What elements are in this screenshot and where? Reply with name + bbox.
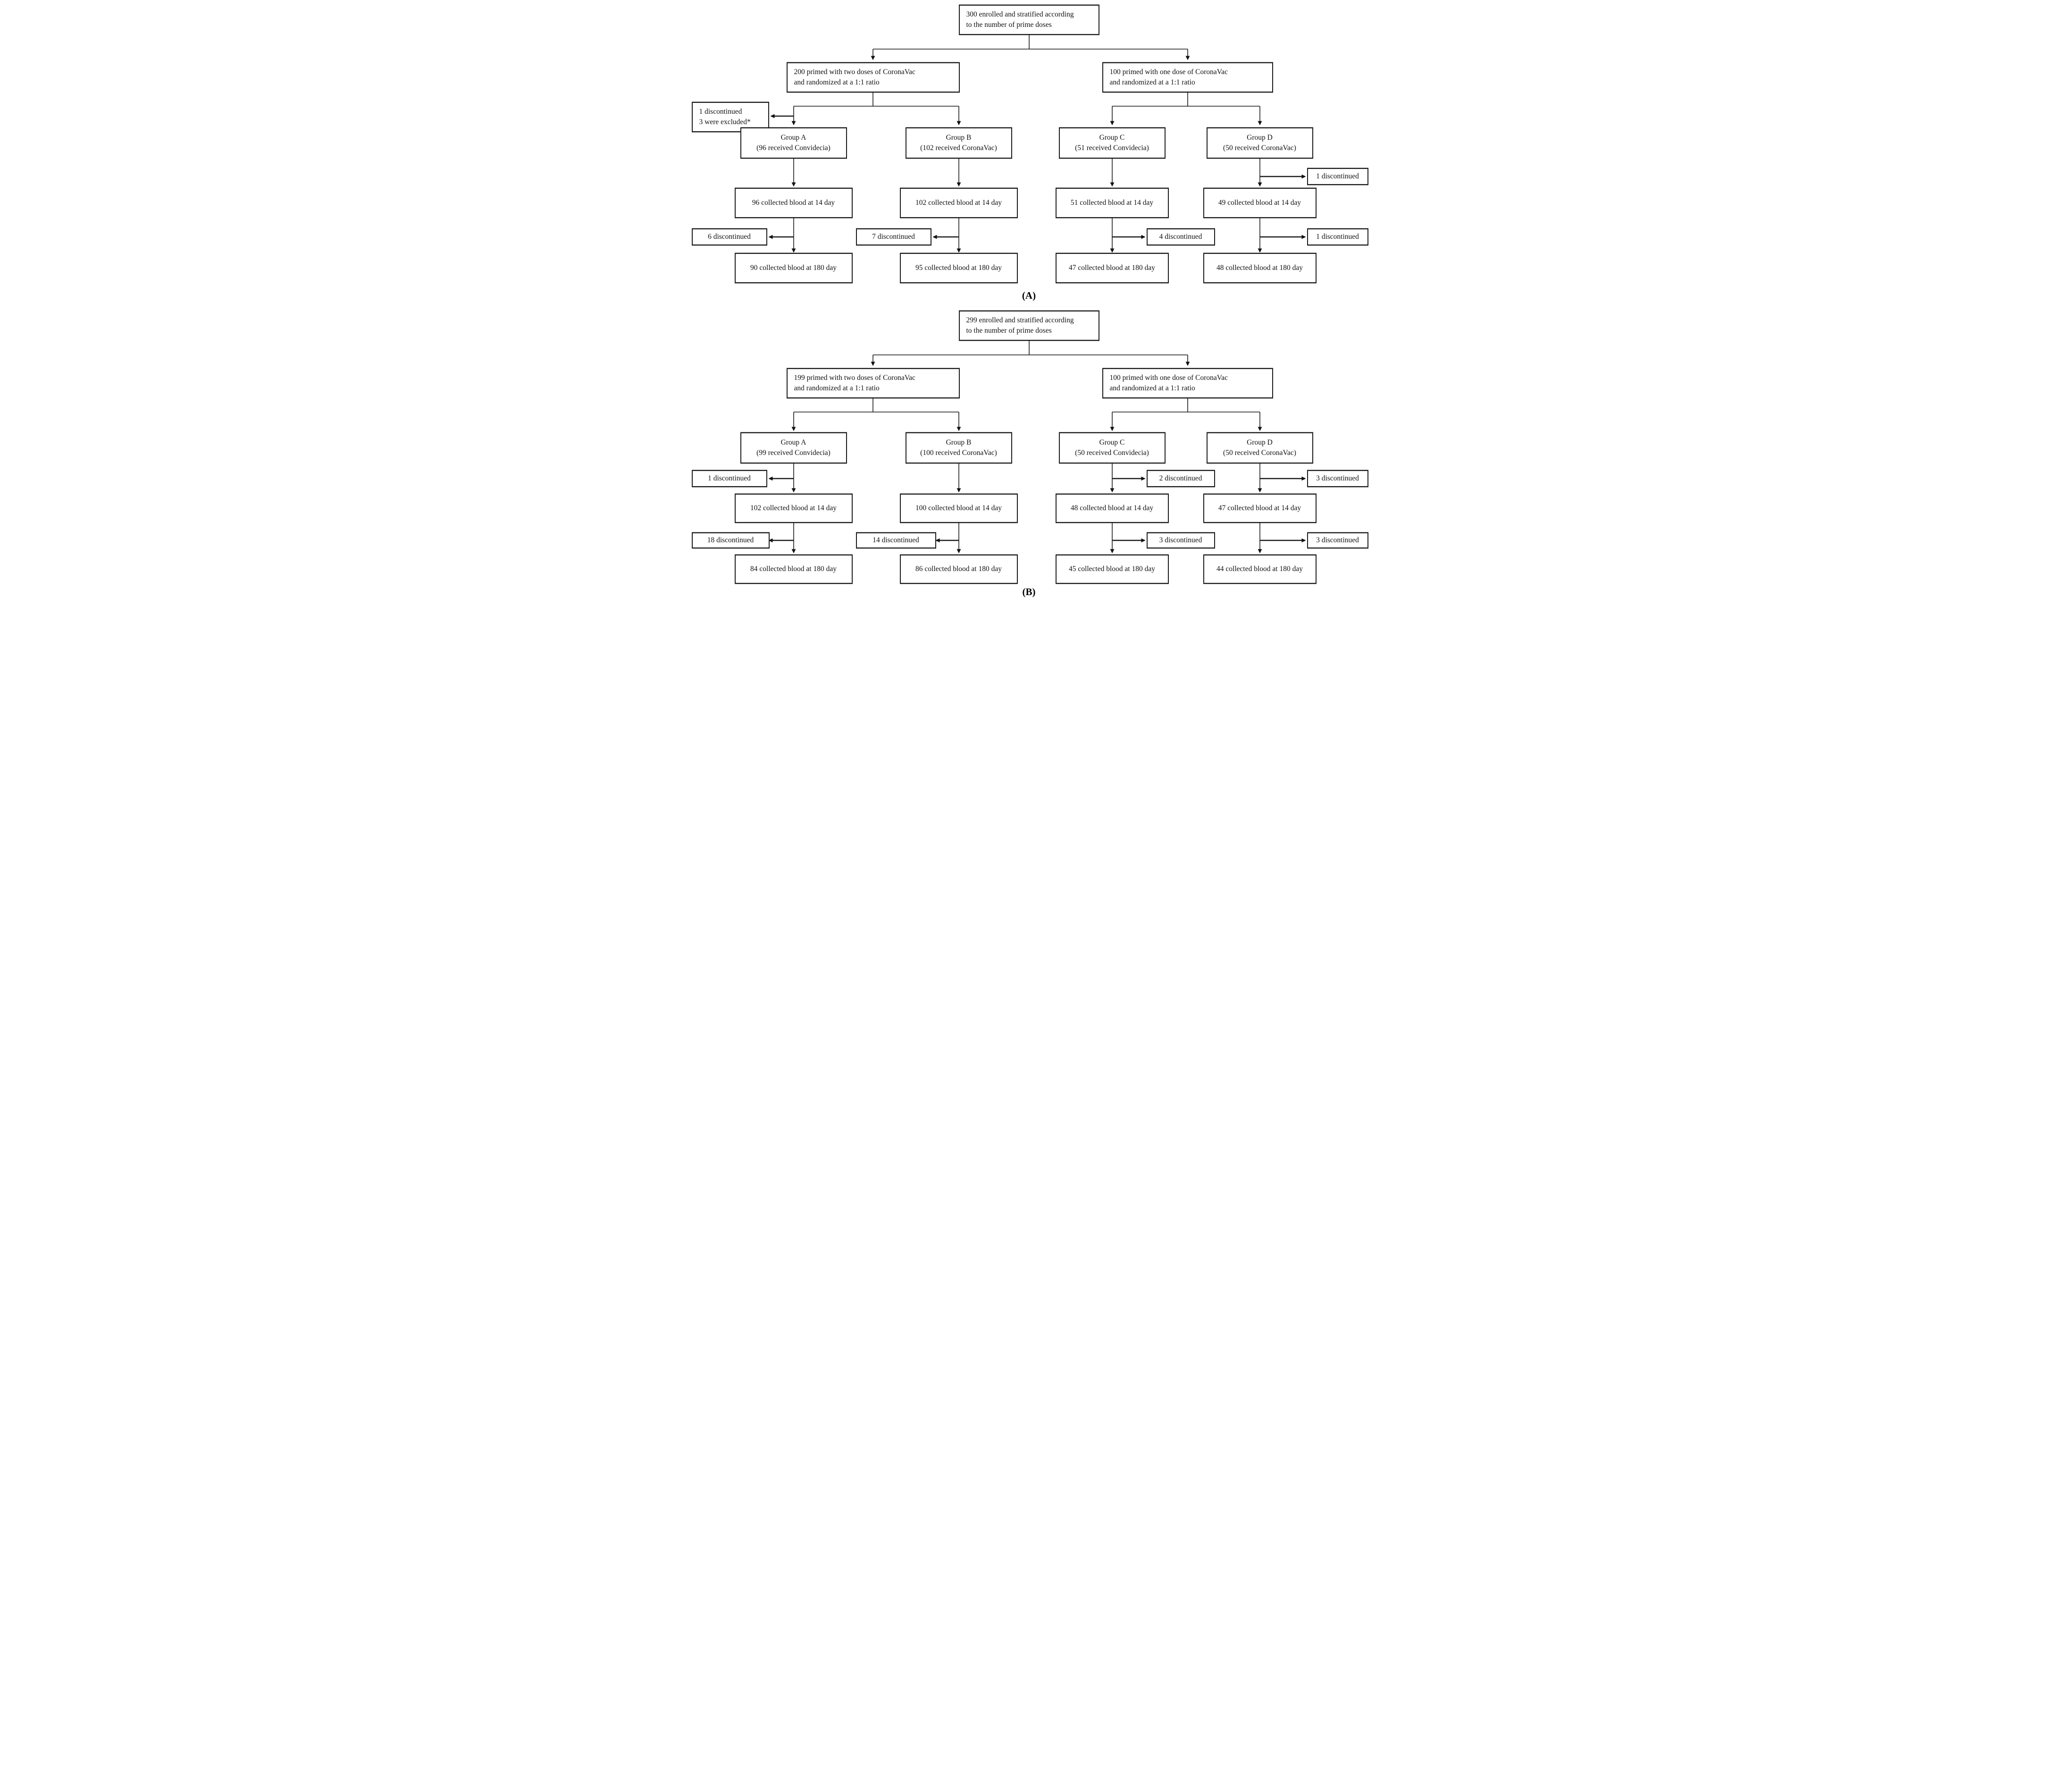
panel-a-label: (A) xyxy=(1022,290,1036,301)
panel-a-enrollment-box: 300 enrolled and stratified according to… xyxy=(958,5,1099,35)
panel-a-group-b-discontinued-box: 7 discontinued xyxy=(856,228,931,245)
panel-b-group-a-180day-box: 84 collected blood at 180 day xyxy=(734,555,853,584)
panel-b-group-a-discontinued-box: 18 discontinued xyxy=(691,532,770,548)
panel-a-group-c-180day-box: 47 collected blood at 180 day xyxy=(1055,253,1169,283)
panel-b-group-c-discontinued-box: 3 discontinued xyxy=(1146,532,1215,548)
panel-b-group-a-discontinued-pre-box: 1 discontinued xyxy=(691,470,767,487)
panel-b-one-dose-branch-box: 100 primed with one dose of CoronaVac an… xyxy=(1102,368,1273,398)
panel-b-group-d-180day-box: 44 collected blood at 180 day xyxy=(1203,555,1317,584)
panel-b-group-c-discontinued-pre-box: 2 discontinued xyxy=(1146,470,1215,487)
panel-b-group-b-box: Group B (100 received CoronaVac) xyxy=(905,432,1012,463)
panel-a-group-d-discontinued-pre-box: 1 discontinued xyxy=(1307,168,1368,185)
consort-flow-diagram: 300 enrolled and stratified according to… xyxy=(685,0,1370,603)
panel-a-group-c-14day-box: 51 collected blood at 14 day xyxy=(1055,188,1169,218)
panel-b-group-d-14day-box: 47 collected blood at 14 day xyxy=(1203,494,1317,523)
panel-b-enrollment-box: 299 enrolled and stratified according to… xyxy=(958,311,1099,341)
panel-a-group-b-box: Group B (102 received CoronaVac) xyxy=(905,127,1012,159)
panel-a-one-dose-branch-box: 100 primed with one dose of CoronaVac an… xyxy=(1102,62,1273,93)
panel-b-group-a-box: Group A (99 received Convidecia) xyxy=(740,432,847,463)
panel-a-group-d-discontinued-mid-box: 1 discontinued xyxy=(1307,228,1368,245)
panel-a-excluded-box: 1 discontinued 3 were excluded* xyxy=(691,102,769,132)
panel-b-group-b-14day-box: 100 collected blood at 14 day xyxy=(899,494,1018,523)
panel-a-group-a-180day-box: 90 collected blood at 180 day xyxy=(734,253,853,283)
panel-a-group-d-box: Group D (50 received CoronaVac) xyxy=(1206,127,1313,159)
panel-a-group-a-14day-box: 96 collected blood at 14 day xyxy=(734,188,853,218)
panel-a-group-b-180day-box: 95 collected blood at 180 day xyxy=(899,253,1018,283)
panel-b-group-c-box: Group C (50 received Convidecia) xyxy=(1058,432,1166,463)
panel-b-two-dose-branch-box: 199 primed with two doses of CoronaVac a… xyxy=(786,368,960,398)
panel-b-group-d-discontinued-box: 3 discontinued xyxy=(1307,532,1368,548)
panel-a-group-a-box: Group A (96 received Convidecia) xyxy=(740,127,847,159)
panel-b-group-d-discontinued-pre-box: 3 discontinued xyxy=(1307,470,1368,487)
panel-b-group-a-14day-box: 102 collected blood at 14 day xyxy=(734,494,853,523)
panel-b-group-d-box: Group D (50 received CoronaVac) xyxy=(1206,432,1313,463)
panel-b-group-c-180day-box: 45 collected blood at 180 day xyxy=(1055,555,1169,584)
panel-b-group-c-14day-box: 48 collected blood at 14 day xyxy=(1055,494,1169,523)
panel-b-label: (B) xyxy=(1022,586,1036,597)
panel-b-group-b-180day-box: 86 collected blood at 180 day xyxy=(899,555,1018,584)
panel-a-group-c-discontinued-box: 4 discontinued xyxy=(1146,228,1215,245)
panel-a-group-c-box: Group C (51 received Convidecia) xyxy=(1058,127,1166,159)
panel-a-group-b-14day-box: 102 collected blood at 14 day xyxy=(899,188,1018,218)
panel-b-group-b-discontinued-box: 14 discontinued xyxy=(856,532,936,548)
panel-a-two-dose-branch-box: 200 primed with two doses of CoronaVac a… xyxy=(786,62,960,93)
panel-a-group-d-14day-box: 49 collected blood at 14 day xyxy=(1203,188,1317,218)
panel-a-group-a-discontinued-box: 6 discontinued xyxy=(691,228,767,245)
panel-a-group-d-180day-box: 48 collected blood at 180 day xyxy=(1203,253,1317,283)
